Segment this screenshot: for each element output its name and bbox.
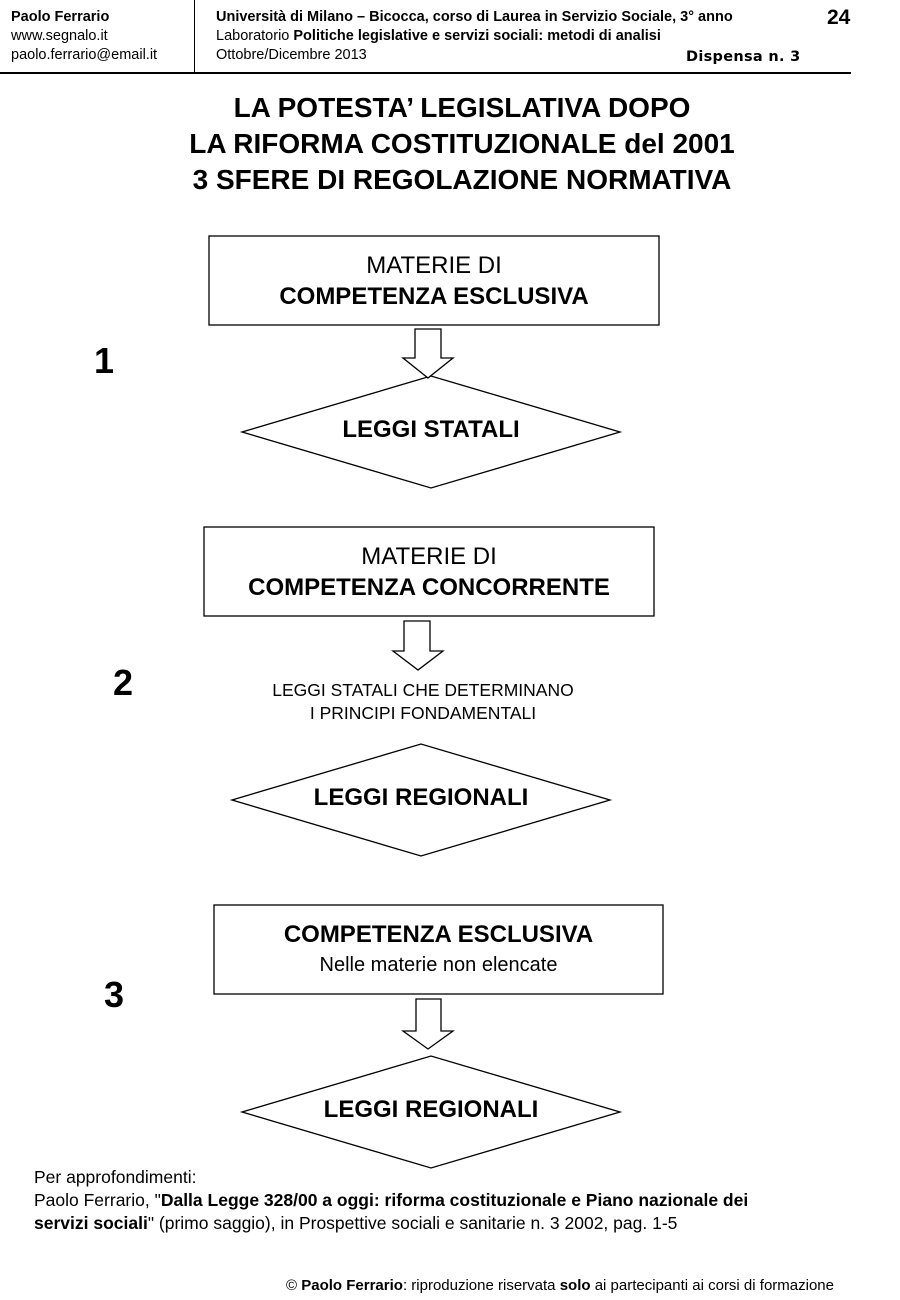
- sphere-2-intermediate-line-2: I PRINCIPI FONDAMENTALI: [309, 703, 537, 723]
- sphere-2-box: [203, 526, 655, 617]
- sphere-3-diamond-label: LEGGI REGIONALI: [323, 1096, 539, 1123]
- sphere-2-intermediate-line-1: LEGGI STATALI CHE DETERMINANO: [272, 680, 574, 700]
- copyright-author: Paolo Ferrario: [301, 1277, 403, 1294]
- page-number: 24: [827, 6, 851, 29]
- header-divider-horizontal: [0, 72, 851, 74]
- sphere-2-diamond-label: LEGGI REGIONALI: [313, 784, 529, 811]
- sphere-1-box: [208, 235, 660, 326]
- reference-title-2: servizi sociali: [34, 1213, 148, 1233]
- sphere-2-intermediate-text: LEGGI STATALI CHE DETERMINANO I PRINCIPI…: [200, 679, 646, 725]
- title-line-1: LA POTESTA’ LEGISLATIVA DOPO: [233, 92, 691, 123]
- sphere-3-box: [213, 904, 664, 995]
- references-intro: Per approfondimenti:: [34, 1167, 197, 1187]
- copyright-text-1: : riproduzione riservata: [402, 1277, 560, 1294]
- sphere-3-number: 3: [104, 974, 125, 1015]
- sphere-1-box-text: MATERIE DI COMPETENZA ESCLUSIVA: [209, 250, 659, 312]
- sphere-3-arrow-icon: [400, 998, 456, 1050]
- sphere-1-arrow-icon: [401, 328, 455, 379]
- reference-author: Paolo Ferrario, ": [34, 1190, 161, 1210]
- sphere-2-box-line-1: MATERIE DI: [361, 543, 497, 570]
- page-title: LA POTESTA’ LEGISLATIVA DOPO LA RIFORMA …: [0, 90, 900, 198]
- title-line-3: 3 SFERE DI REGOLAZIONE NORMATIVA: [192, 164, 732, 195]
- sphere-3-box-line-2: Nelle materie non elencate: [319, 954, 558, 976]
- sphere-3-diamond: [239, 1055, 623, 1169]
- sphere-2-arrow-icon: [391, 620, 445, 671]
- author-name: Paolo Ferrario: [11, 9, 110, 25]
- university-line: Università di Milano – Bicocca, corso di…: [216, 9, 733, 25]
- period: Ottobre/Dicembre 2013: [216, 47, 367, 63]
- sphere-2-box-line-2: COMPETENZA CONCORRENTE: [248, 574, 610, 601]
- sphere-2-diamond: [229, 743, 613, 857]
- sphere-1-box-line-1: MATERIE DI: [366, 252, 502, 279]
- website-link[interactable]: www.segnalo.it: [11, 28, 108, 44]
- copyright-bold-word: solo: [559, 1277, 591, 1294]
- references-block: Per approfondimenti: Paolo Ferrario, "Da…: [34, 1166, 748, 1235]
- sphere-1-diamond: [239, 375, 623, 489]
- course-info-block: Università di Milano – Bicocca, corso di…: [216, 8, 733, 65]
- copyright-text-2: ai partecipanti ai corsi di formazione: [590, 1277, 834, 1294]
- title-line-2: LA RIFORMA COSTITUZIONALE del 2001: [189, 128, 735, 159]
- sphere-1-box-line-2: COMPETENZA ESCLUSIVA: [279, 283, 589, 310]
- author-block: Paolo Ferrario www.segnalo.it paolo.ferr…: [11, 8, 157, 65]
- dispensa-label: Dispensa n. 3: [686, 49, 801, 65]
- reference-source: " (primo saggio), in Prospettive sociali…: [147, 1213, 678, 1233]
- sphere-1-number: 1: [94, 340, 115, 381]
- sphere-2-number: 2: [113, 662, 134, 703]
- sphere-2-box-text: MATERIE DI COMPETENZA CONCORRENTE: [204, 541, 654, 603]
- copyright-icon: ©: [286, 1277, 302, 1294]
- sphere-1-diamond-label: LEGGI STATALI: [342, 416, 520, 443]
- header-divider-vertical: [194, 0, 195, 72]
- lab-prefix: Laboratorio: [216, 28, 294, 44]
- reference-title-1: Dalla Legge 328/00 a oggi: riforma costi…: [160, 1190, 749, 1210]
- copyright-notice: © Paolo Ferrario: riproduzione riservata…: [286, 1277, 834, 1294]
- lab-title: Politiche legislative e servizi sociali:…: [293, 28, 661, 44]
- sphere-3-box-line-1: COMPETENZA ESCLUSIVA: [283, 921, 594, 948]
- sphere-3-box-text: COMPETENZA ESCLUSIVA Nelle materie non e…: [214, 920, 663, 980]
- email-link[interactable]: paolo.ferrario@email.it: [11, 47, 158, 63]
